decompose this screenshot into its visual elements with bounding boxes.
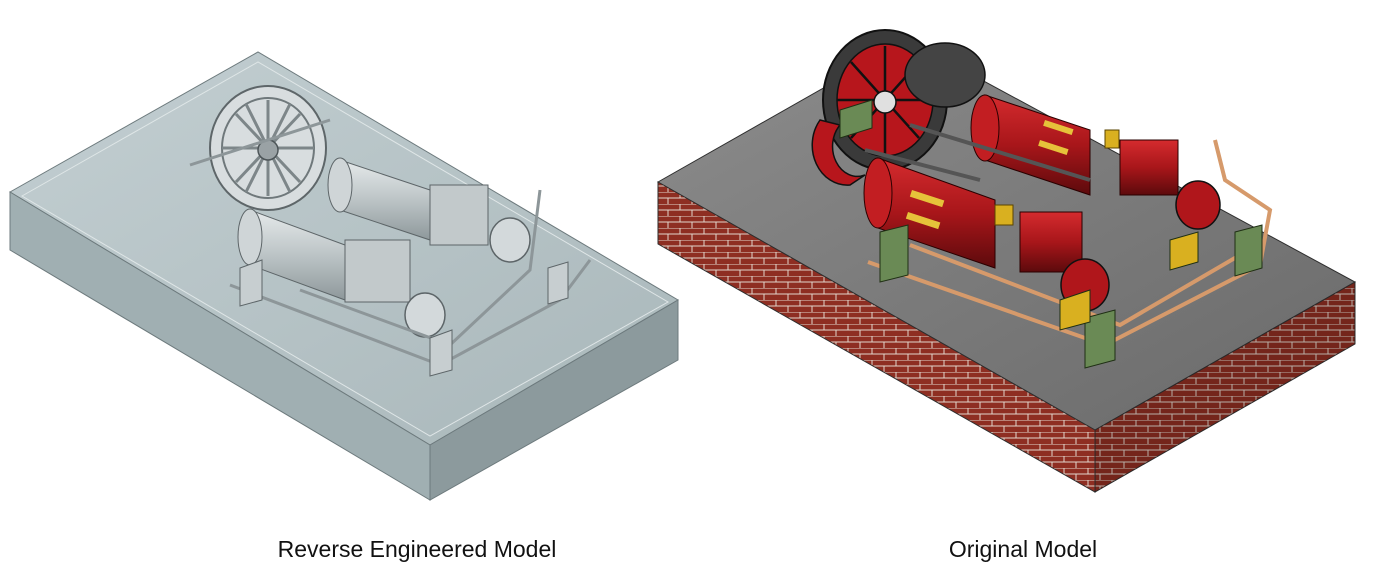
- flywheel: [209, 85, 327, 211]
- reverse-engineered-model-image: [0, 0, 690, 520]
- right-caption: Original Model: [948, 536, 1098, 562]
- original-model-image: [650, 0, 1370, 520]
- pipes: [189, 118, 592, 367]
- original-model-svg: [656, 29, 1357, 493]
- left-caption: Reverse Engineered Model: [277, 536, 557, 562]
- flywheel: [811, 29, 986, 186]
- brackets: [839, 99, 1263, 369]
- front-cylinder: [863, 157, 1110, 312]
- reverse-engineered-model-svg: [9, 51, 679, 501]
- rear-cylinder: [327, 157, 531, 263]
- piston-rods: [864, 123, 1091, 182]
- brackets: [239, 259, 569, 377]
- copper-pipes: [867, 139, 1273, 348]
